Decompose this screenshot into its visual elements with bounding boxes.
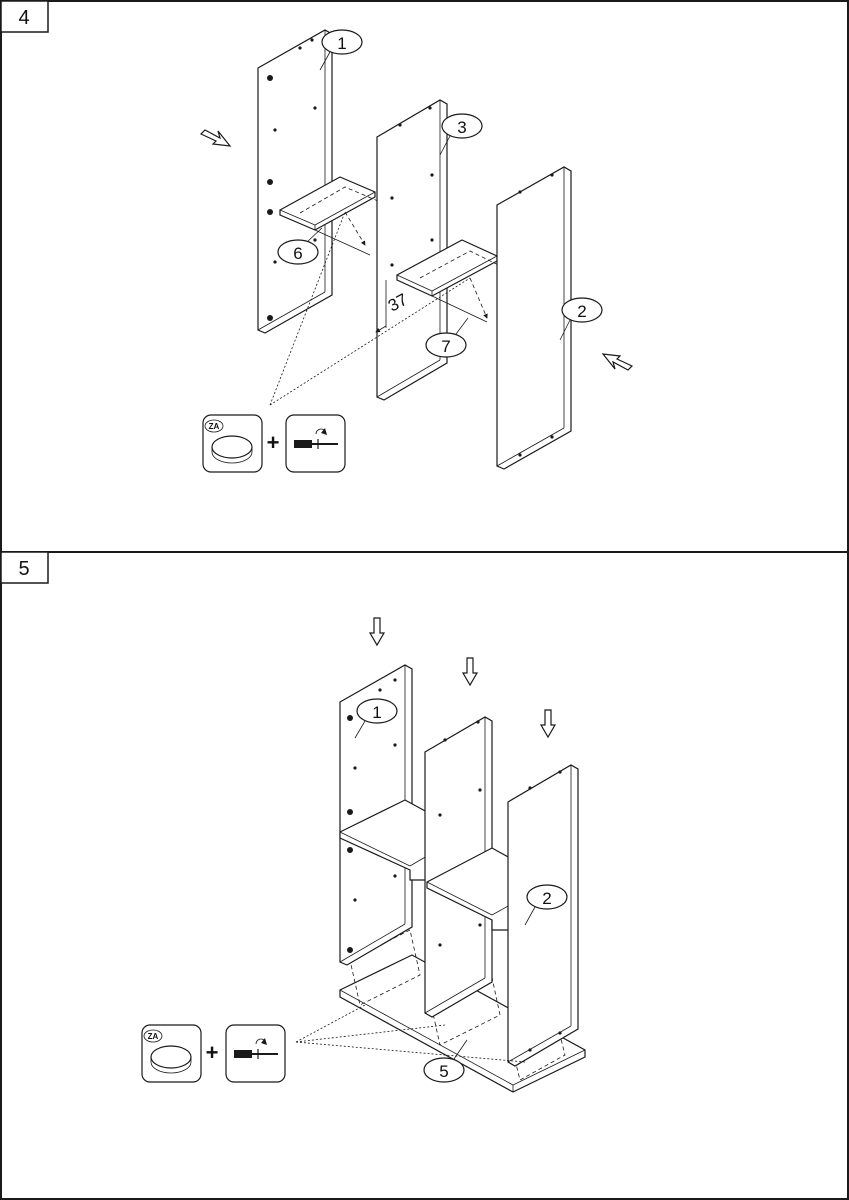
callout-1: 1: [319, 29, 363, 71]
step-5-panel: 5: [0, 551, 586, 1093]
insert-arrow-icon: [199, 129, 232, 147]
part-1-side-panel: [257, 29, 333, 334]
part-3-middle-panel: [376, 99, 448, 401]
tool-tag: ZA: [209, 422, 220, 431]
insert-arrow-icon: [368, 617, 386, 647]
screwdriver-tool-box: [225, 1024, 286, 1083]
callout-2: 2: [559, 297, 603, 341]
svg-text:5: 5: [439, 1062, 448, 1081]
part-6-shelf: [279, 176, 419, 256]
svg-text:3: 3: [457, 118, 466, 137]
insert-arrow-icon: [601, 353, 634, 371]
screwdriver-icon: [234, 1038, 278, 1059]
cam-lock-tool-box: ZA: [202, 414, 263, 473]
svg-text:2: 2: [542, 889, 551, 908]
svg-text:1: 1: [337, 34, 346, 53]
cam-lock-disc-icon: [211, 435, 253, 464]
plus-sign: +: [206, 1040, 219, 1065]
svg-text:1: 1: [372, 703, 381, 722]
svg-text:6: 6: [293, 244, 302, 263]
callout-7: 7: [425, 317, 469, 358]
part-2-side-panel: [507, 764, 579, 1067]
screwdriver-icon: [294, 428, 338, 449]
callout-2: 2: [524, 884, 568, 926]
insert-arrow-icon: [539, 709, 557, 739]
callout-6: 6: [277, 227, 323, 265]
callout-1: 1: [354, 698, 398, 739]
svg-text:2: 2: [577, 302, 586, 321]
svg-text:7: 7: [441, 337, 450, 356]
plus-sign: +: [267, 430, 280, 455]
tool-tag: ZA: [148, 1032, 159, 1041]
step-5-number-box: [0, 551, 49, 584]
part-6-shelf: [339, 799, 428, 881]
screwdriver-tool-box: [285, 414, 346, 473]
step-4-number: 4: [18, 7, 29, 29]
insert-arrow-icon: [461, 657, 479, 687]
part-2-side-panel: [496, 166, 572, 470]
step-4-number-box: [0, 0, 49, 33]
part-7-shelf: [426, 847, 511, 931]
callout-3: 3: [439, 113, 483, 156]
cam-lock-disc-icon: [150, 1045, 192, 1074]
callout-5: 5: [423, 1039, 468, 1083]
step-5-number: 5: [18, 558, 29, 580]
cam-lock-tool-box: ZA: [141, 1024, 202, 1083]
step-4-panel: 4: [0, 0, 634, 473]
